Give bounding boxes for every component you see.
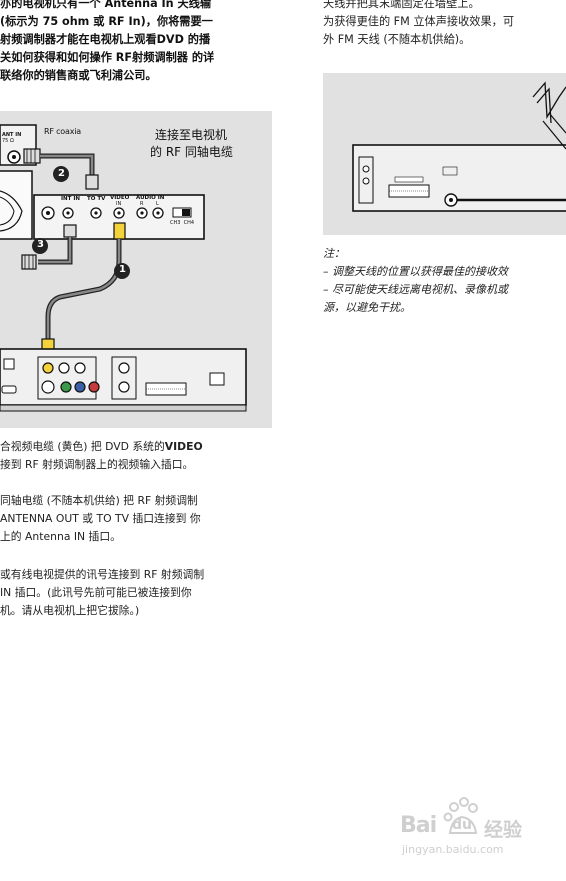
fm-antenna-figure xyxy=(323,73,566,235)
step3-line: 或有线电视提供的讯号连接到 RF 射频调制 xyxy=(0,568,205,581)
step-2-badge xyxy=(53,166,69,182)
intro-line: 关如何获得和如何操作 RF射频调制器 的详 xyxy=(0,51,215,64)
step1-video-bold: VIDEO xyxy=(164,440,203,453)
right-intro-paragraph: 天线并把其末端固定在墙壁上。 为获得更佳的 FM 立体声接收效果，可 外 FM … xyxy=(323,0,566,49)
component-pb-port-icon xyxy=(74,381,86,393)
note-line: – 尽可能使天线远离电视机、录像机或 xyxy=(323,283,508,296)
step2-line: 上的 Antenna IN 插口。 xyxy=(0,530,121,543)
intro-line: 亦的电视机只有一个 Antenna In 天线输 xyxy=(0,0,212,10)
tv-ant-in-sublabel: 75 Ω xyxy=(2,138,14,144)
step1-line: 接到 RF 射频调制器上的视频输入插口。 xyxy=(0,458,194,471)
dvd-back-panel xyxy=(0,348,247,406)
intro-paragraph: 亦的电视机只有一个 Antenna In 天线输 (标示为 75 ohm 或 R… xyxy=(0,0,282,85)
right-intro-line: 天线并把其末端固定在墙壁上。 xyxy=(323,0,480,10)
int-in-label: INT IN xyxy=(61,196,80,202)
step-2-number: 2 xyxy=(58,168,65,179)
video-label: VIDEO xyxy=(110,195,130,201)
rf-plug-icon xyxy=(85,174,99,190)
fm-antenna-port-icon xyxy=(209,372,225,386)
step3-line: IN 插口。(此讯号先前可能已被连接到你 xyxy=(0,586,192,599)
to-tv-label: TO TV xyxy=(87,196,106,202)
coax-port-icon xyxy=(3,358,15,370)
note-title: 注： xyxy=(323,247,345,260)
rf-connection-diagram xyxy=(0,124,247,412)
audio-in-label: AUDIO IN xyxy=(136,195,165,201)
fm-antenna-icon xyxy=(532,81,566,120)
intro-line: (标示为 75 ohm 或 RF In)，你将需要一 xyxy=(0,15,213,28)
rf-connection-figure: ANT IN 75 Ω RF coaxia 连接至电视机 的 RF 同轴电缆 I… xyxy=(0,111,272,428)
component-y-port-icon xyxy=(60,381,72,393)
step2-paragraph: 同轴电缆 (不随本机供给) 把 RF 射频调制 ANTENNA OUT 或 TO… xyxy=(0,492,282,546)
audio-port-icon xyxy=(118,362,130,374)
video-out-port-icon xyxy=(42,362,54,374)
step3-paragraph: 或有线电视提供的讯号连接到 RF 射频调制 IN 插口。(此讯号先前可能已被连接… xyxy=(0,566,282,620)
step-1-badge xyxy=(114,263,130,279)
watermark-url: jingyan.baidu.com xyxy=(402,843,504,856)
watermark-brand-right: 经验 xyxy=(484,819,523,841)
tv-ant-in-label: ANT IN xyxy=(2,132,22,138)
baidu-paw-icon xyxy=(443,797,478,834)
audio-port-icon xyxy=(58,362,70,374)
antenna-plug-icon xyxy=(63,224,77,238)
figure-caption-line2: 的 RF 同轴电缆 xyxy=(150,145,233,159)
video-plug-icon xyxy=(113,222,126,240)
step-3-number: 3 xyxy=(37,239,44,250)
audio-port-icon xyxy=(74,362,86,374)
component-pr-port-icon xyxy=(88,381,100,393)
step2-line: 同轴电缆 (不随本机供给) 把 RF 射频调制 xyxy=(0,494,198,507)
step-3-badge xyxy=(32,238,48,254)
audio-port-icon xyxy=(118,381,130,393)
watermark-brand-paw: du xyxy=(452,817,472,833)
note-line: – 调整天线的位置以获得最佳的接收效 xyxy=(323,265,508,278)
tv-set-outline xyxy=(0,170,33,240)
baidu-jingyan-watermark: Bai du 经验 jingyan.baidu.com xyxy=(400,795,550,865)
fm-antenna-diagram xyxy=(352,81,566,212)
rf-coaxial-label: RF coaxia xyxy=(44,127,81,136)
audio-r-label: R xyxy=(140,201,144,207)
hdmi-port-icon xyxy=(1,385,17,394)
intro-line: 联络你的销售商或飞利浦公司。 xyxy=(0,69,157,82)
right-intro-line: 外 FM 天线 (不随本机供給)。 xyxy=(323,33,471,46)
step1-paragraph: 合视频电缆 (黄色) 把 DVD 系统的VIDEO 接到 RF 射频调制器上的视… xyxy=(0,438,282,474)
rf-plug-icon xyxy=(23,148,41,164)
note-line: 源，以避免干扰。 xyxy=(323,301,411,314)
svideo-port-icon xyxy=(41,380,55,394)
audio-l-label: L xyxy=(156,201,159,207)
figure-caption-line1: 连接至电视机 xyxy=(155,128,228,142)
watermark-brand-left: Bai xyxy=(400,813,437,838)
note-block: 注： – 调整天线的位置以获得最佳的接收效 – 尽可能使天线远离电视机、录像机或… xyxy=(323,245,566,317)
intro-line: 射频调制器才能在电视机上观看DVD 的播 xyxy=(0,33,211,46)
step2-line: ANTENNA OUT 或 TO TV 插口连接到 你 xyxy=(0,512,201,525)
step-1-number: 1 xyxy=(119,264,126,275)
channel-label: CH3 CH4 xyxy=(170,220,195,226)
step1-text: 合视频电缆 (黄色) 把 DVD 系统的 xyxy=(0,440,165,453)
step3-line: 机。请从电视机上把它拔除。) xyxy=(0,604,140,617)
right-intro-line: 为获得更佳的 FM 立体声接收效果，可 xyxy=(323,15,515,28)
video-in-label: IN xyxy=(116,201,122,207)
step1-line: 合视频电缆 (黄色) 把 DVD 系统的VIDEO xyxy=(0,438,282,456)
